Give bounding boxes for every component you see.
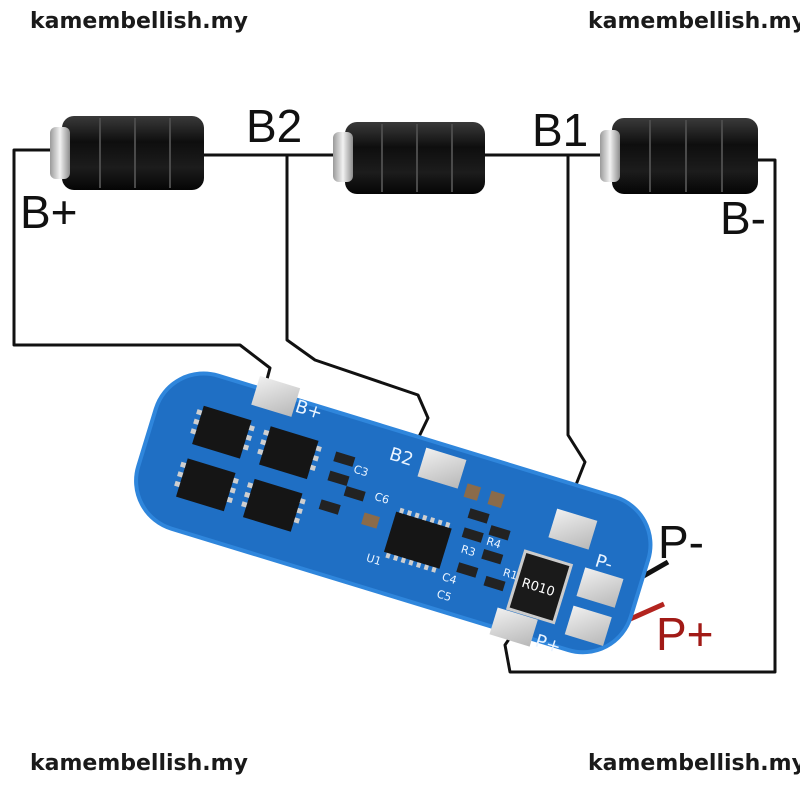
silk-c6: C6 xyxy=(373,490,391,507)
silk-c4: C4 xyxy=(440,570,458,587)
watermark-top-left: kamembellish.my xyxy=(30,9,248,34)
silk-c3: C3 xyxy=(352,463,370,480)
battery-cell-2 xyxy=(333,122,485,194)
wire-b1 xyxy=(566,155,587,506)
pad-b-minus xyxy=(489,607,538,647)
label-p-plus: P+ xyxy=(656,608,714,660)
battery-cell-3 xyxy=(600,118,758,194)
label-b-minus: B- xyxy=(720,192,766,244)
label-p-minus: P- xyxy=(658,516,704,568)
pad-b1 xyxy=(548,508,598,550)
battery-terminal-icon xyxy=(50,127,70,179)
silk-r3: R3 xyxy=(459,543,477,560)
wire-b-plus xyxy=(12,148,272,399)
watermark-top-right: kamembellish.my xyxy=(588,9,800,34)
wire-b2 xyxy=(285,155,430,446)
wires xyxy=(12,148,777,674)
battery-cell-1 xyxy=(50,116,204,190)
shunt-resistor xyxy=(505,549,574,625)
watermark-bottom-right: kamembellish.my xyxy=(588,751,800,776)
battery-terminal-icon xyxy=(600,130,620,182)
pad-p-plus xyxy=(564,605,612,647)
passive-components xyxy=(318,451,511,592)
label-b-plus: B+ xyxy=(20,186,78,238)
mosfet-chips xyxy=(174,405,322,532)
silk-p-minus: P- xyxy=(593,551,615,576)
label-b1: B1 xyxy=(532,104,588,156)
silk-r4: R4 xyxy=(485,535,503,552)
silk-r1: R1 xyxy=(501,566,519,583)
label-b2: B2 xyxy=(246,100,302,152)
wire-b-minus xyxy=(503,158,777,674)
pad-p-minus xyxy=(576,567,624,608)
ic-u1 xyxy=(383,511,452,569)
silk-u1: U1 xyxy=(365,551,383,568)
watermark-bottom-left: kamembellish.my xyxy=(30,751,248,776)
silk-c5: C5 xyxy=(435,587,453,604)
bms-protection-board: B+ B2 P- P+ U1 C6 C5 C4 R1 R3 R4 C3 R010 xyxy=(134,371,653,658)
pad-b-plus xyxy=(251,375,301,417)
battery-terminal-icon xyxy=(333,132,353,182)
pad-b2 xyxy=(417,447,467,489)
